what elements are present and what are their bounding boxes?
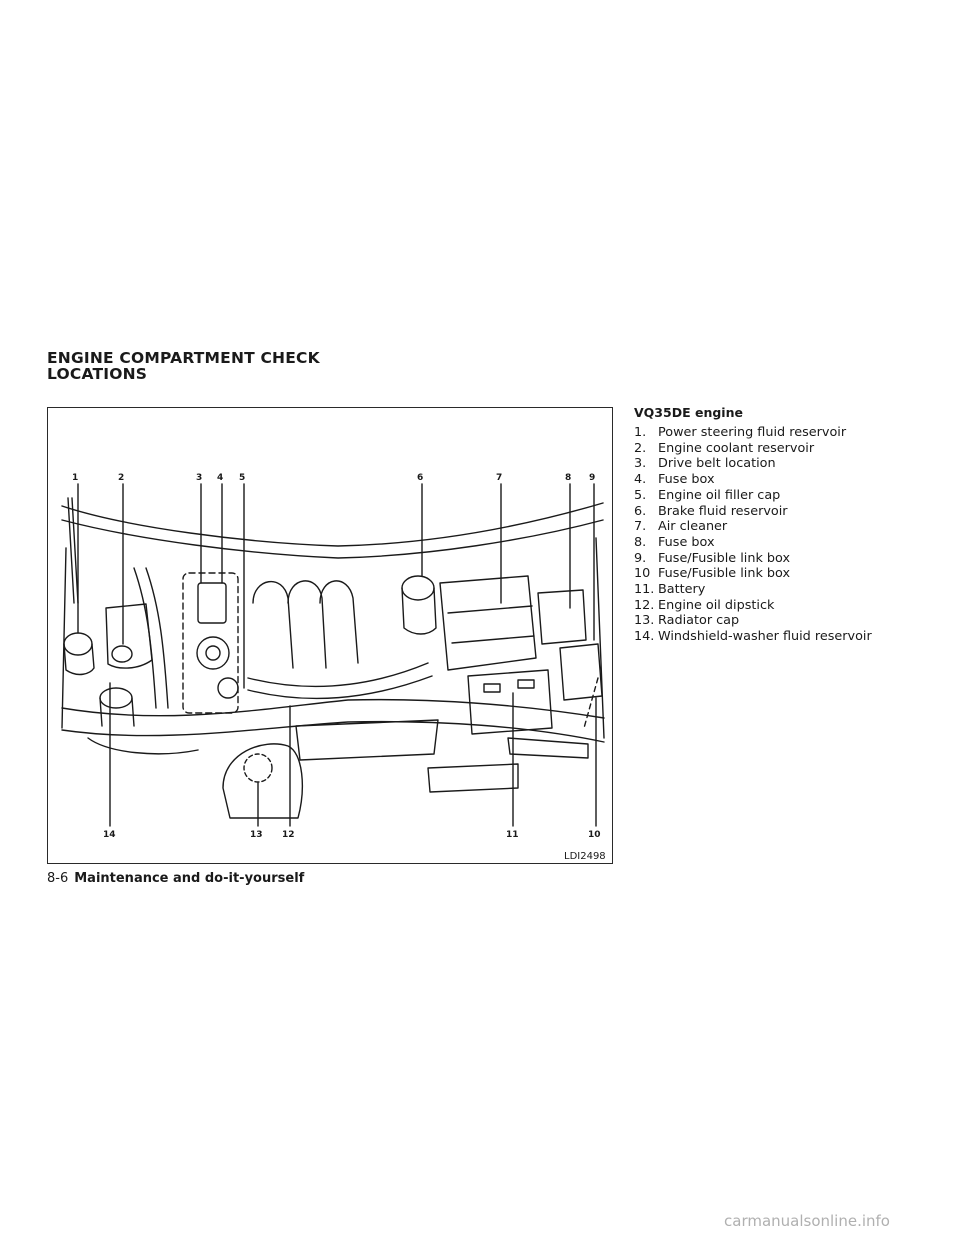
legend-item-label: Battery	[658, 582, 705, 597]
legend-item-label: Radiator cap	[658, 613, 739, 628]
callout-14: 14	[103, 830, 116, 840]
engine-line-drawing: 1 2 3 4 5 6 7 8 9 14 13 12 11 10 LDI2498	[48, 408, 613, 864]
chapter-title: Maintenance and do-it-yourself	[74, 871, 304, 886]
legend-item-number: 6.	[634, 504, 658, 520]
legend-item-label: Fuse box	[658, 535, 715, 550]
callout-10: 10	[588, 830, 601, 840]
legend-item: 3.Drive belt location	[634, 456, 872, 472]
legend-item-number: 11.	[634, 582, 658, 598]
callout-3: 3	[196, 473, 202, 483]
section-title: ENGINE COMPARTMENT CHECK LOCATIONS	[47, 350, 320, 382]
legend-item-label: Power steering fluid reservoir	[658, 425, 846, 440]
callout-9: 9	[589, 473, 595, 483]
legend-item-label: Windshield-washer fluid reservoir	[658, 629, 872, 644]
legend-item: 1.Power steering fluid reservoir	[634, 425, 872, 441]
legend-item: 13.Radiator cap	[634, 613, 872, 629]
page-footer: 8-6 Maintenance and do-it-yourself	[47, 871, 304, 886]
legend-item-label: Engine oil filler cap	[658, 488, 780, 503]
callout-4: 4	[217, 473, 223, 483]
section-title-line-2: LOCATIONS	[47, 366, 320, 382]
legend-item-number: 12.	[634, 598, 658, 614]
legend-item: 14.Windshield-washer fluid reservoir	[634, 629, 872, 645]
section-title-line-1: ENGINE COMPARTMENT CHECK	[47, 350, 320, 366]
engine-compartment-illustration: 1 2 3 4 5 6 7 8 9 14 13 12 11 10 LDI2498	[47, 407, 613, 864]
legend-item-number: 13.	[634, 613, 658, 629]
legend-item: 5.Engine oil filler cap	[634, 488, 872, 504]
legend-item-number: 2.	[634, 441, 658, 457]
page-number: 8-6	[47, 871, 68, 886]
legend-item-number: 10	[634, 566, 658, 582]
callout-6: 6	[417, 473, 423, 483]
legend-item-number: 8.	[634, 535, 658, 551]
callout-12: 12	[282, 830, 295, 840]
legend-item-number: 1.	[634, 425, 658, 441]
legend-item-number: 4.	[634, 472, 658, 488]
legend-heading: VQ35DE engine	[634, 405, 743, 420]
legend-item-label: Engine coolant reservoir	[658, 441, 814, 456]
legend-item-label: Air cleaner	[658, 519, 727, 534]
legend-item: 7.Air cleaner	[634, 519, 872, 535]
callout-8: 8	[565, 473, 571, 483]
legend-item: 6.Brake fluid reservoir	[634, 504, 872, 520]
legend-item: 8.Fuse box	[634, 535, 872, 551]
legend-item: 12.Engine oil dipstick	[634, 598, 872, 614]
legend-item: 4.Fuse box	[634, 472, 872, 488]
legend-item: 11.Battery	[634, 582, 872, 598]
legend-item-number: 14.	[634, 629, 658, 645]
callout-13: 13	[250, 830, 263, 840]
legend-item-label: Brake fluid reservoir	[658, 504, 788, 519]
callout-11: 11	[506, 830, 519, 840]
legend-item-label: Fuse box	[658, 472, 715, 487]
component-legend: 1.Power steering fluid reservoir 2.Engin…	[634, 425, 872, 645]
legend-item: 2.Engine coolant reservoir	[634, 441, 872, 457]
callout-7: 7	[496, 473, 502, 483]
legend-item: 9.Fuse/Fusible link box	[634, 551, 872, 567]
legend-item-label: Engine oil dipstick	[658, 598, 774, 613]
legend-item-number: 5.	[634, 488, 658, 504]
callout-1: 1	[72, 473, 78, 483]
callout-5: 5	[239, 473, 245, 483]
legend-item-label: Fuse/Fusible link box	[658, 566, 790, 581]
legend-item-label: Drive belt location	[658, 456, 776, 471]
figure-code: LDI2498	[564, 851, 606, 862]
watermark: carmanualsonline.info	[724, 1212, 890, 1230]
callout-2: 2	[118, 473, 124, 483]
legend-item-label: Fuse/Fusible link box	[658, 551, 790, 566]
legend-item-number: 9.	[634, 551, 658, 567]
legend-item-number: 7.	[634, 519, 658, 535]
legend-item-number: 3.	[634, 456, 658, 472]
